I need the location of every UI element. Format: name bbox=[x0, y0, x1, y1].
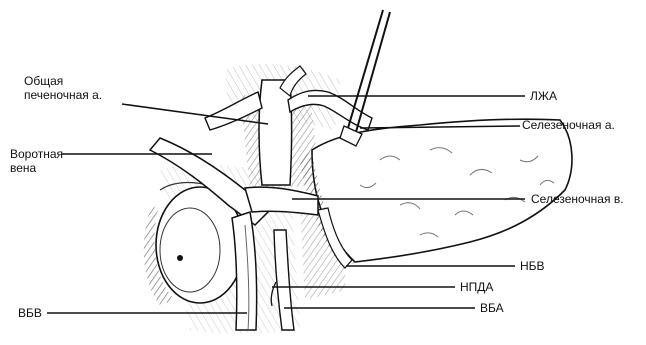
label-inferior-pancreaticoduodenal-artery: НПДА bbox=[460, 280, 493, 294]
label-superior-mesenteric-vein: ВБВ bbox=[18, 306, 42, 320]
label-splenic-vein: Селезеночная в. bbox=[531, 192, 624, 206]
label-left-gastric-artery: ЛЖА bbox=[530, 89, 557, 103]
label-superior-mesenteric-artery: ВБА bbox=[480, 301, 504, 315]
label-portal-vein: Воротная вена bbox=[10, 147, 63, 175]
label-common-hepatic-artery: Общая печеночная а. bbox=[24, 74, 102, 102]
label-splenic-artery: Селезеночная а. bbox=[522, 118, 615, 132]
label-inferior-mesenteric-vein: НБВ bbox=[520, 259, 545, 273]
